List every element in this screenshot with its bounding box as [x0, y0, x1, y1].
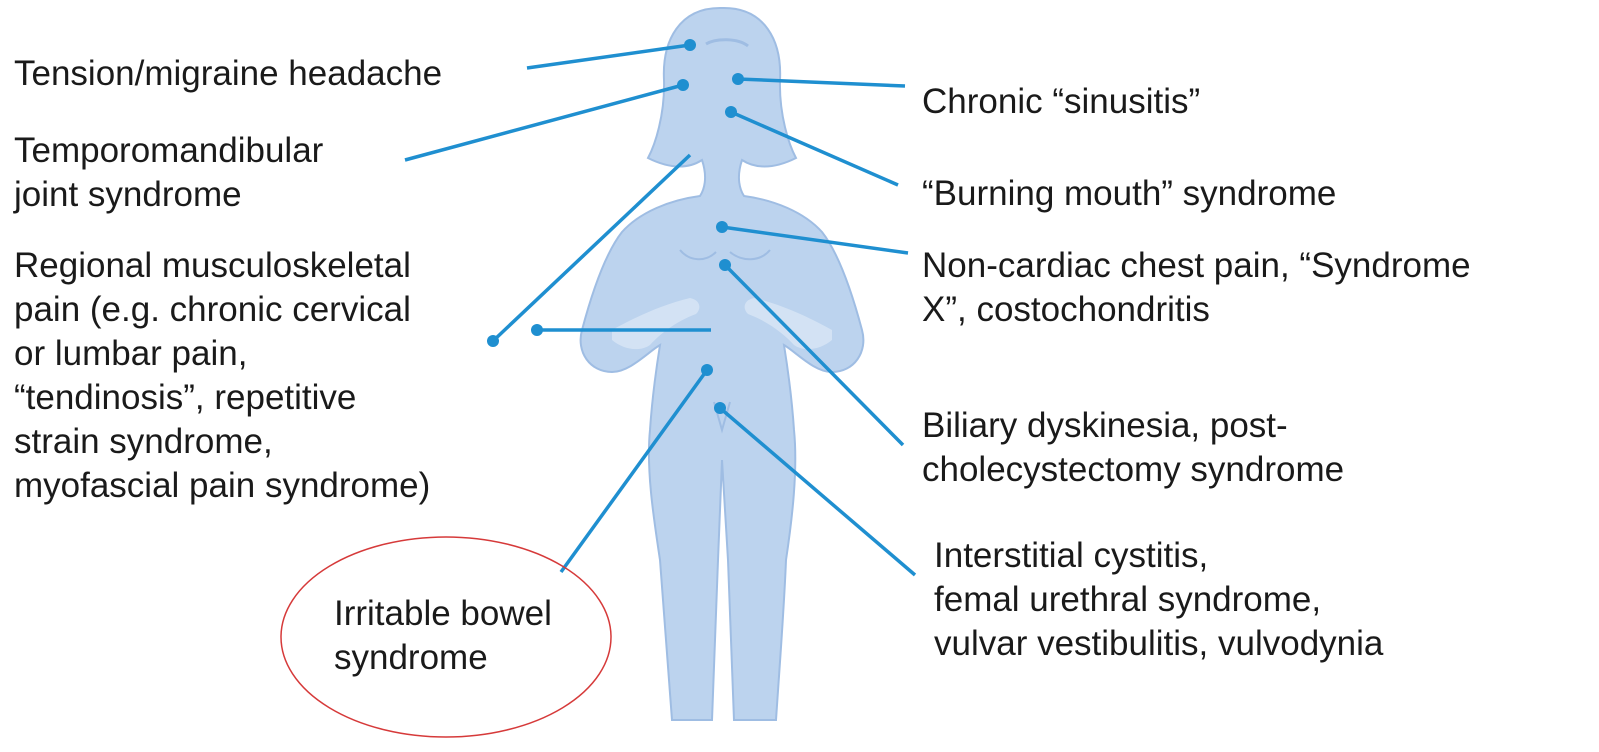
label-line: pain (e.g. chronic cervical — [14, 288, 430, 332]
label-line: Interstitial cystitis, — [934, 534, 1383, 578]
label-cystitis: Interstitial cystitis, femal urethral sy… — [934, 534, 1383, 666]
dot-tension-headache — [684, 39, 696, 51]
label-line: “Burning mouth” syndrome — [922, 172, 1336, 216]
label-line: myofascial pain syndrome) — [14, 464, 430, 508]
leader-tmj — [405, 85, 683, 160]
label-ibs: Irritable bowel syndrome — [334, 592, 552, 680]
label-line: Chronic “sinusitis” — [922, 80, 1200, 124]
label-line: Regional musculoskeletal — [14, 244, 430, 288]
label-line: Tension/migraine headache — [14, 52, 442, 96]
label-line: vulvar vestibulitis, vulvodynia — [934, 622, 1383, 666]
label-line: Irritable bowel — [334, 592, 552, 636]
dot-biliary — [719, 259, 731, 271]
dot-burning-mouth — [725, 106, 737, 118]
label-tmj: Temporomandibular joint syndrome — [14, 129, 323, 217]
label-burning-mouth: “Burning mouth” syndrome — [922, 172, 1336, 216]
label-sinusitis: Chronic “sinusitis” — [922, 80, 1200, 124]
label-line: Temporomandibular — [14, 129, 323, 173]
label-line: “tendinosis”, repetitive — [14, 376, 430, 420]
label-musculoskeletal: Regional musculoskeletal pain (e.g. chro… — [14, 244, 430, 508]
dot-musculoskeletal-upper — [487, 335, 499, 347]
dot-ibs — [701, 364, 713, 376]
label-line: joint syndrome — [14, 173, 323, 217]
label-line: Non-cardiac chest pain, “Syndrome — [922, 244, 1471, 288]
dot-musculoskeletal-lower — [531, 324, 543, 336]
dot-cystitis — [714, 402, 726, 414]
label-line: X”, costochondritis — [922, 288, 1471, 332]
dot-sinusitis — [732, 73, 744, 85]
label-line: cholecystectomy syndrome — [922, 448, 1344, 492]
label-tension-headache: Tension/migraine headache — [14, 52, 442, 96]
label-chest-pain: Non-cardiac chest pain, “Syndrome X”, co… — [922, 244, 1471, 332]
label-line: strain syndrome, — [14, 420, 430, 464]
label-line: femal urethral syndrome, — [934, 578, 1383, 622]
dot-chest-pain — [716, 221, 728, 233]
label-line: Biliary dyskinesia, post- — [922, 404, 1344, 448]
label-line: or lumbar pain, — [14, 332, 430, 376]
label-line: syndrome — [334, 636, 552, 680]
dot-tmj — [677, 79, 689, 91]
label-biliary: Biliary dyskinesia, post- cholecystectom… — [922, 404, 1344, 492]
